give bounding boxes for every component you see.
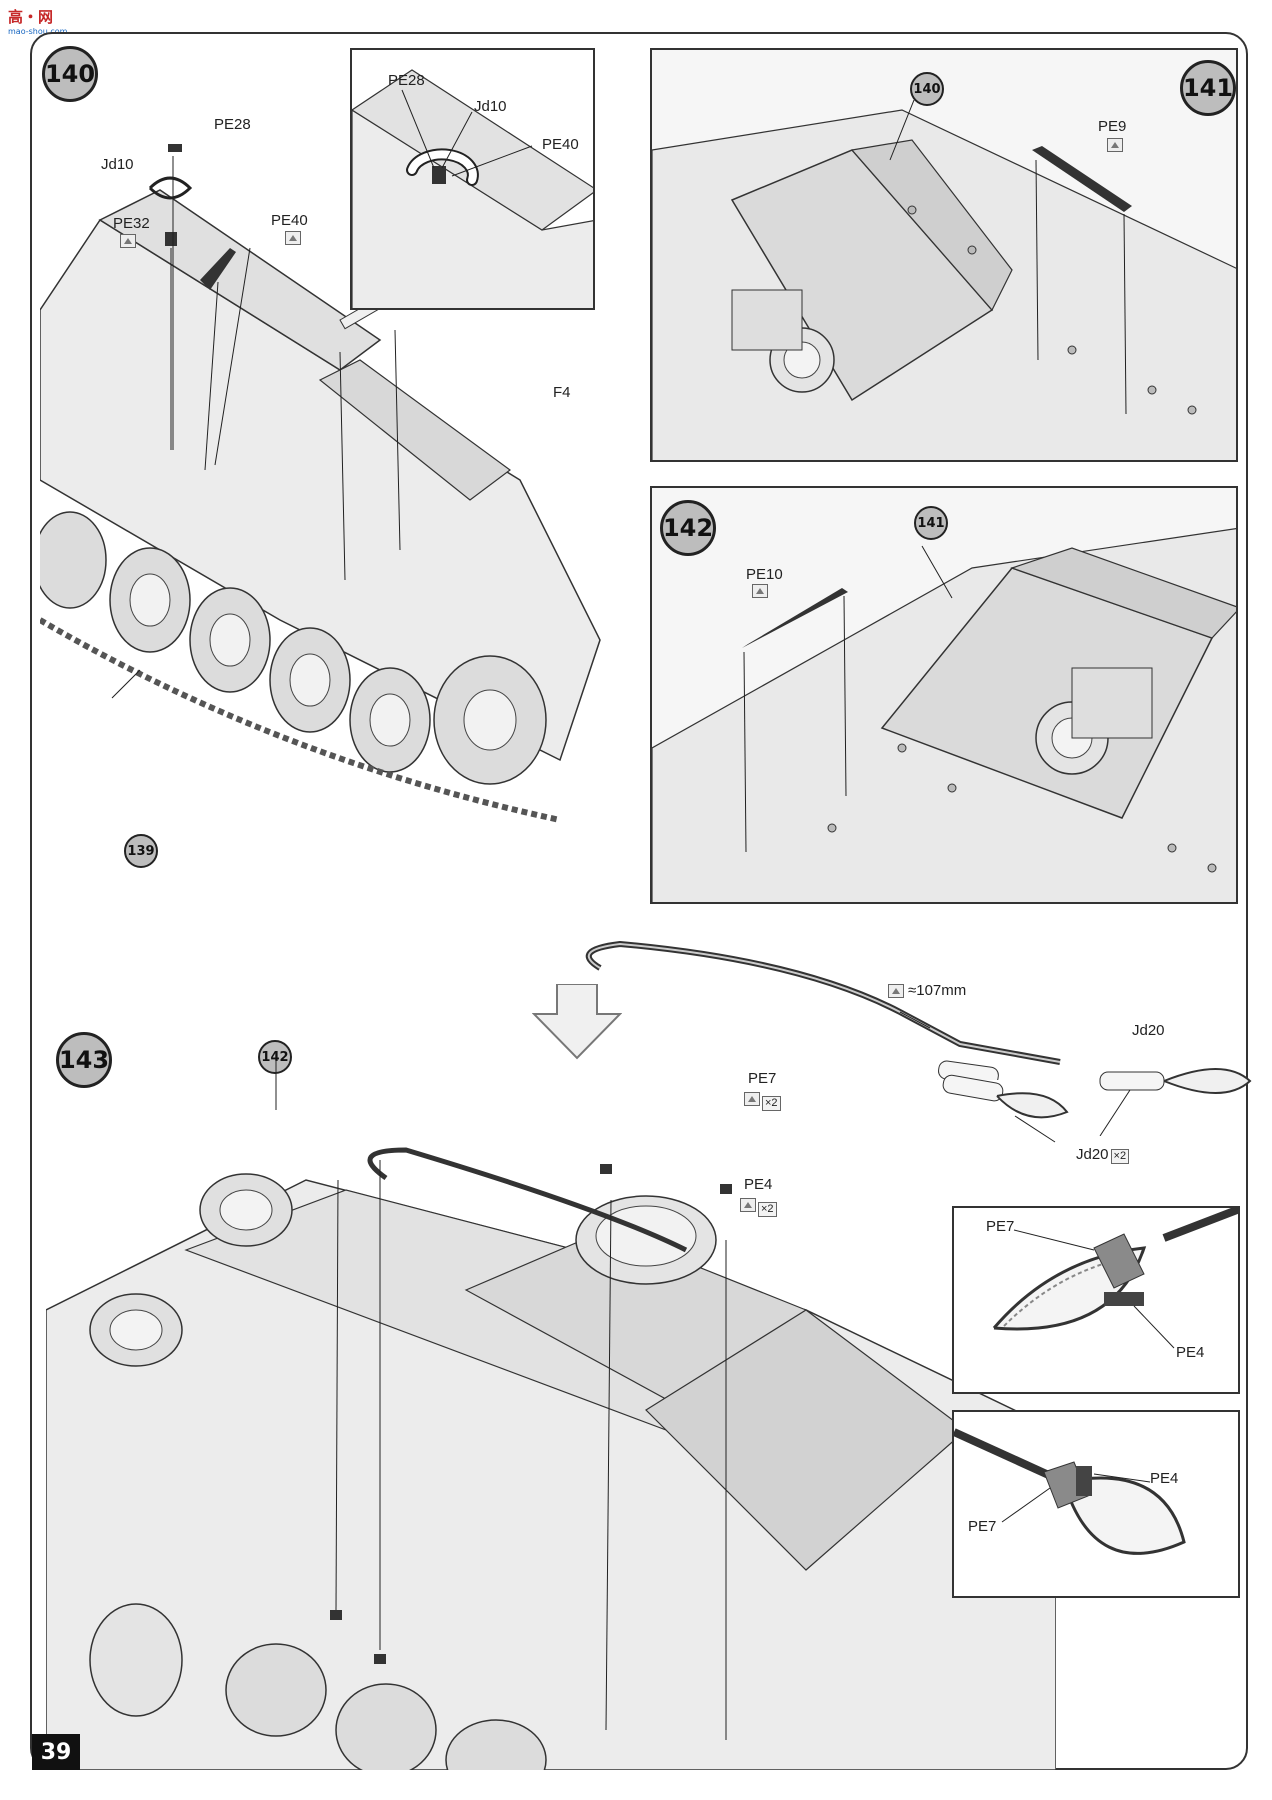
pe4-qty: ×2 xyxy=(740,1198,777,1217)
label-jd20-bottom: Jd20×2 xyxy=(1076,1146,1130,1164)
ref-141: 141 xyxy=(914,506,948,540)
watermark: 高・网 mao-shou.com xyxy=(8,6,67,36)
photo-etch-icon xyxy=(752,584,768,598)
cable-length-label: ≈107mm xyxy=(888,982,966,999)
photo-etch-icon xyxy=(120,234,136,248)
jd20-end-drawing-2 xyxy=(942,1074,1069,1143)
inset-drawing-b xyxy=(954,1428,1186,1555)
jd20-end-drawing xyxy=(1099,1068,1252,1136)
arrow-down-icon xyxy=(532,984,622,1060)
cable-length: ≈107mm xyxy=(908,982,967,999)
inset-label-pe40: PE40 xyxy=(542,136,579,153)
detail-inset-pe7-pe4-b: PE4 PE7 xyxy=(952,1410,1240,1598)
label-pe9: PE9 xyxy=(1098,118,1127,135)
detail-a-label-pe4: PE4 xyxy=(1176,1344,1205,1361)
cut-length-icon xyxy=(888,984,904,999)
qty-x2: ×2 xyxy=(1110,1149,1130,1164)
watermark-url: mao-shou.com xyxy=(8,27,68,36)
step-141-panel: 141 140 PE9 xyxy=(650,48,1238,462)
hull-drawing-140 xyxy=(40,144,601,823)
label-pe4: PE4 xyxy=(744,1176,773,1193)
label-jd20-bottom-text: Jd20 xyxy=(1076,1146,1109,1163)
photo-etch-icon xyxy=(740,1198,756,1212)
detail-a-label-pe7: PE7 xyxy=(986,1218,1015,1235)
photo-etch-icon xyxy=(744,1092,760,1106)
ref-142: 142 xyxy=(258,1040,292,1074)
detail-b-label-pe7: PE7 xyxy=(968,1518,997,1535)
label-pe32: PE32 xyxy=(113,215,150,232)
photo-etch-icon xyxy=(1107,138,1123,152)
detail-inset-140: PE28 Jd10 PE40 xyxy=(350,48,595,310)
inset-label-pe28: PE28 xyxy=(388,72,425,89)
label-pe7: PE7 xyxy=(748,1070,777,1087)
label-pe28: PE28 xyxy=(214,116,251,133)
pe7-qty: ×2 xyxy=(744,1092,781,1111)
vehicle-drawing-143 xyxy=(46,1060,1056,1770)
qty-x2: ×2 xyxy=(762,1096,781,1111)
step-number-140: 140 xyxy=(42,46,98,102)
step-number-141: 141 xyxy=(1180,60,1236,116)
label-jd20-top: Jd20 xyxy=(1132,1022,1165,1039)
page-number: 39 xyxy=(32,1734,80,1770)
inset-label-jd10: Jd10 xyxy=(474,98,507,115)
ref-140: 140 xyxy=(910,72,944,106)
drawing-142 xyxy=(652,527,1236,902)
detail-b-label-pe4: PE4 xyxy=(1150,1470,1179,1487)
inset-drawing-140 xyxy=(352,69,593,308)
watermark-brand: 高・网 xyxy=(8,8,54,26)
label-jd10: Jd10 xyxy=(101,156,134,173)
label-pe10: PE10 xyxy=(746,566,783,583)
qty-x2: ×2 xyxy=(758,1202,777,1217)
photo-etch-icon xyxy=(285,231,301,245)
label-pe40: PE40 xyxy=(271,212,308,229)
step-142-panel: 142 141 PE10 xyxy=(650,486,1238,904)
inset-drawing-a xyxy=(992,1208,1238,1349)
ref-139: 139 xyxy=(124,834,158,868)
label-f4: F4 xyxy=(553,384,571,401)
step-number-143: 143 xyxy=(56,1032,112,1088)
step-number-142: 142 xyxy=(660,500,716,556)
detail-inset-pe7-pe4-a: PE7 PE4 xyxy=(952,1206,1240,1394)
drawing-141 xyxy=(652,99,1236,460)
